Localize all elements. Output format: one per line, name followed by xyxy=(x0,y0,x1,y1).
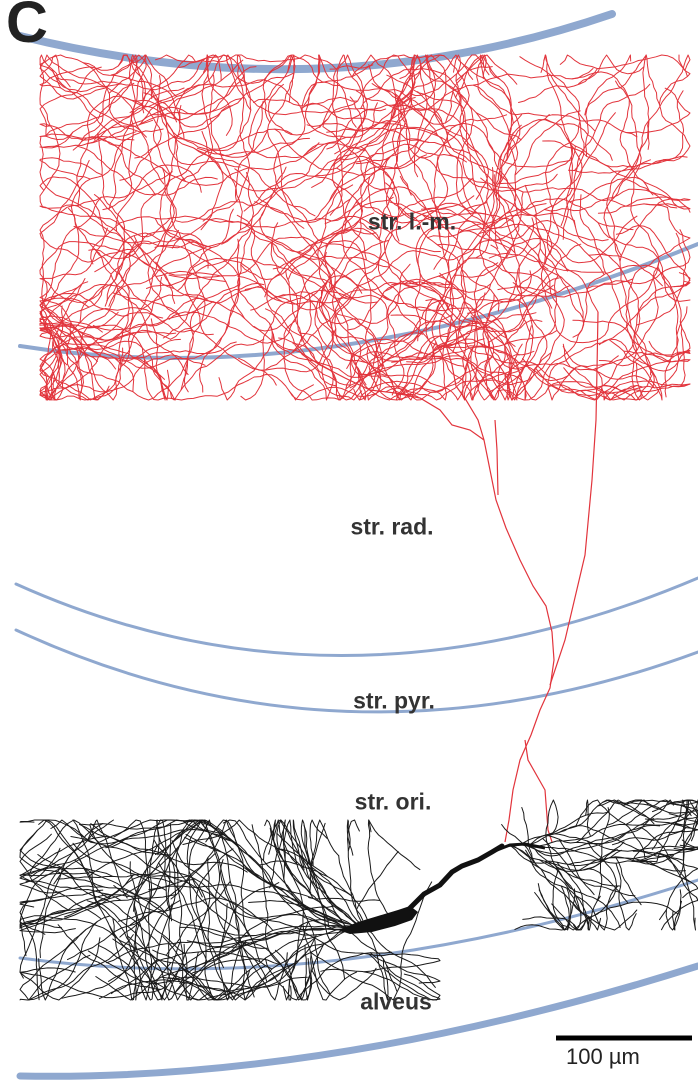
axon-trunk-path xyxy=(446,345,554,842)
axon-branch xyxy=(520,57,595,132)
layer-label-alveus: alveus xyxy=(360,991,432,1014)
axon-branch xyxy=(604,160,650,256)
axon-branch xyxy=(473,85,637,137)
axon-branch xyxy=(46,83,134,135)
axon-branch xyxy=(268,84,328,135)
axon-branch xyxy=(545,119,687,167)
axon-branch xyxy=(155,218,240,392)
layer-label-radiatum: str. rad. xyxy=(350,516,433,539)
dendrite-branch xyxy=(20,916,185,965)
axon-branch xyxy=(637,233,686,325)
axon-branch xyxy=(94,80,302,140)
axon-branch xyxy=(203,55,386,221)
primary-dendrite xyxy=(410,846,502,908)
axon-branch xyxy=(78,146,218,195)
dendrite-branch xyxy=(368,820,394,920)
dendritic-arbor xyxy=(20,800,698,1000)
axon-branch xyxy=(40,158,102,179)
dendrite-branch xyxy=(293,820,344,979)
axon-branch xyxy=(152,76,244,120)
axon-branch xyxy=(579,55,644,84)
axon-branch xyxy=(476,113,570,167)
axon-branch xyxy=(558,81,659,391)
dendrite-branch xyxy=(31,820,198,877)
axon-branch xyxy=(358,221,461,330)
axon-trunk-path xyxy=(525,740,552,842)
scale-bar-label: 100 µm xyxy=(566,1046,640,1068)
axon-branch xyxy=(631,55,690,171)
axon-branch xyxy=(171,283,264,339)
layer-label-lacunosum-moleculare: str. l.-m. xyxy=(368,211,456,234)
axon-branch xyxy=(643,55,660,149)
axon-branch xyxy=(40,330,171,400)
axon-branch xyxy=(598,223,690,302)
axon-branch xyxy=(77,96,177,206)
axon-branch xyxy=(105,239,207,306)
boundary-top-hippocampal-fissure xyxy=(20,14,612,69)
axon-trunk-path xyxy=(495,420,498,495)
axon-branch xyxy=(586,55,631,156)
dendrite-branch xyxy=(99,951,272,998)
axon-branch xyxy=(316,144,467,175)
axon-branch xyxy=(40,137,152,310)
layer-label-pyramidale: str. pyr. xyxy=(353,690,435,713)
axon-branch xyxy=(219,335,273,400)
axon-branch xyxy=(40,294,128,324)
dendrite-branch xyxy=(666,857,698,898)
dendrite-branch xyxy=(546,800,571,888)
axon-arbor xyxy=(40,55,690,400)
dendrite-branch xyxy=(369,820,420,870)
axon-branch xyxy=(202,131,278,191)
dendrite-branch xyxy=(683,818,698,930)
boundary-rad-pyr xyxy=(16,578,698,656)
dendrite-branch xyxy=(370,953,440,983)
axon-branch xyxy=(344,55,402,234)
dendrite-branch xyxy=(526,850,592,918)
axon-branch xyxy=(585,55,646,115)
dendrite-branch xyxy=(304,932,440,971)
axon-branch xyxy=(302,103,437,135)
layer-label-oriens: str. ori. xyxy=(355,791,432,814)
axon-branch xyxy=(632,281,690,400)
axon-branch xyxy=(399,187,453,310)
dendrite-branch xyxy=(20,916,110,1000)
axon-branch xyxy=(127,230,208,268)
dendrite-branch xyxy=(654,853,698,920)
axon-branch xyxy=(572,72,653,195)
dendrite-branch xyxy=(275,950,310,1000)
panel-letter: C xyxy=(6,0,48,52)
axon-branch xyxy=(144,360,313,401)
